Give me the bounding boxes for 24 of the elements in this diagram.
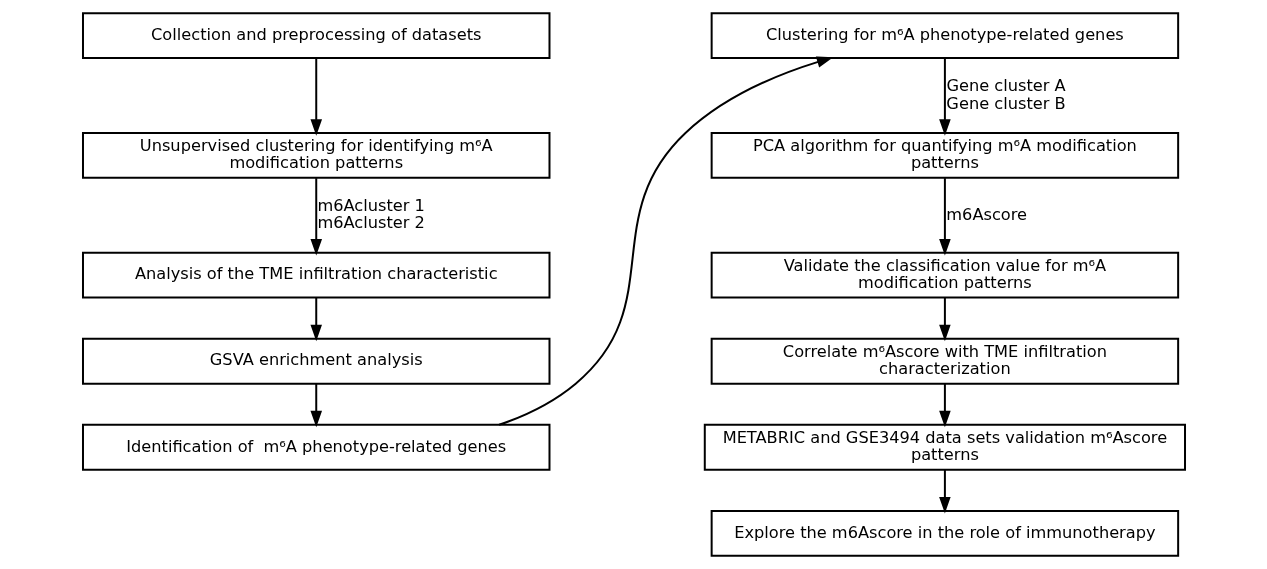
arrow [938, 177, 951, 256]
edge-label: m6Acluster 1 m6Acluster 2 [316, 195, 425, 233]
node-box: Identification of m⁶A phenotype-related genes [81, 423, 550, 471]
node-box: METABRIC and GSE3494 data sets validation m⁶Ascore patterns [703, 423, 1186, 471]
node-box: Analysis of the TME infiltration characteristic [81, 251, 550, 299]
arrow [497, 56, 833, 426]
arrow [938, 383, 951, 428]
arrow [309, 177, 322, 256]
node-box: Collection and preprocessing of datasets [81, 12, 550, 60]
node-box: Clustering for m⁶A phenotype-related genes [710, 12, 1179, 60]
arrow [309, 296, 322, 342]
arrow [938, 57, 951, 136]
node-box: GSVA enrichment analysis [81, 337, 550, 385]
edge-label: m6Ascore [945, 204, 1027, 224]
node-box: Validate the classification value for m⁶A modification patterns [710, 251, 1179, 299]
arrow [309, 57, 322, 136]
node-box: Unsupervised clustering for identifying m⁶A modification patterns [81, 131, 550, 179]
node-box: Correlate m⁶Ascore with TME infiltration characterization [710, 337, 1179, 385]
arrow [938, 296, 951, 342]
arrow [309, 383, 322, 428]
arrow [938, 469, 951, 514]
node-box: Explore the m6Ascore in the role of immunotherapy [710, 509, 1179, 557]
edge-label: Gene cluster A Gene cluster B [945, 76, 1066, 113]
node-box: PCA algorithm for quantifying m⁶A modification patterns [710, 131, 1179, 179]
